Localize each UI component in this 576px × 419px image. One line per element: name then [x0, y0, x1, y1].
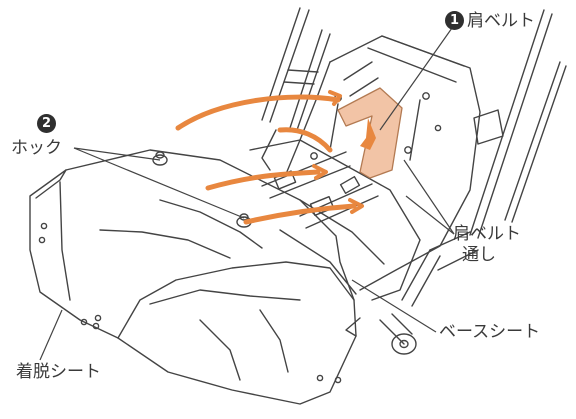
leader-hook-a [73, 147, 161, 161]
frame-left-rails [261, 7, 331, 131]
frame-right-rails [401, 9, 567, 307]
arrow-low [243, 203, 357, 225]
belt-slot-label-line2: 通し [462, 245, 496, 265]
arrow-upper-curve [175, 94, 341, 131]
detachable-seat-outline [29, 149, 357, 405]
step-1-badge: 1 [445, 11, 464, 30]
detachable-seat-label: 着脱シート [16, 362, 101, 382]
hook-label: ホック [11, 138, 62, 158]
shoulder-belt-label: 肩ベルト [467, 11, 535, 31]
leader-lines [39, 27, 455, 361]
hook-studs [152, 151, 252, 228]
shoulder-belt-band [337, 87, 403, 179]
base-seat-label: ベースシート [439, 322, 541, 342]
leader-shoulder-belt [379, 27, 453, 131]
leader-base-seat [351, 279, 437, 333]
leader-hook-b [73, 147, 245, 219]
front-wheel [345, 313, 417, 355]
motion-arrows [175, 90, 364, 225]
belt-slot-label-line1: 肩ベルト [453, 224, 521, 244]
leader-slot-b [403, 159, 455, 235]
step-2-badge: 2 [37, 114, 56, 133]
base-seat-back [285, 35, 481, 291]
arrow-mid [205, 169, 321, 191]
leader-detachable-seat [39, 309, 63, 361]
arrow-hook-top [277, 127, 333, 153]
leader-slot-a [405, 195, 455, 235]
